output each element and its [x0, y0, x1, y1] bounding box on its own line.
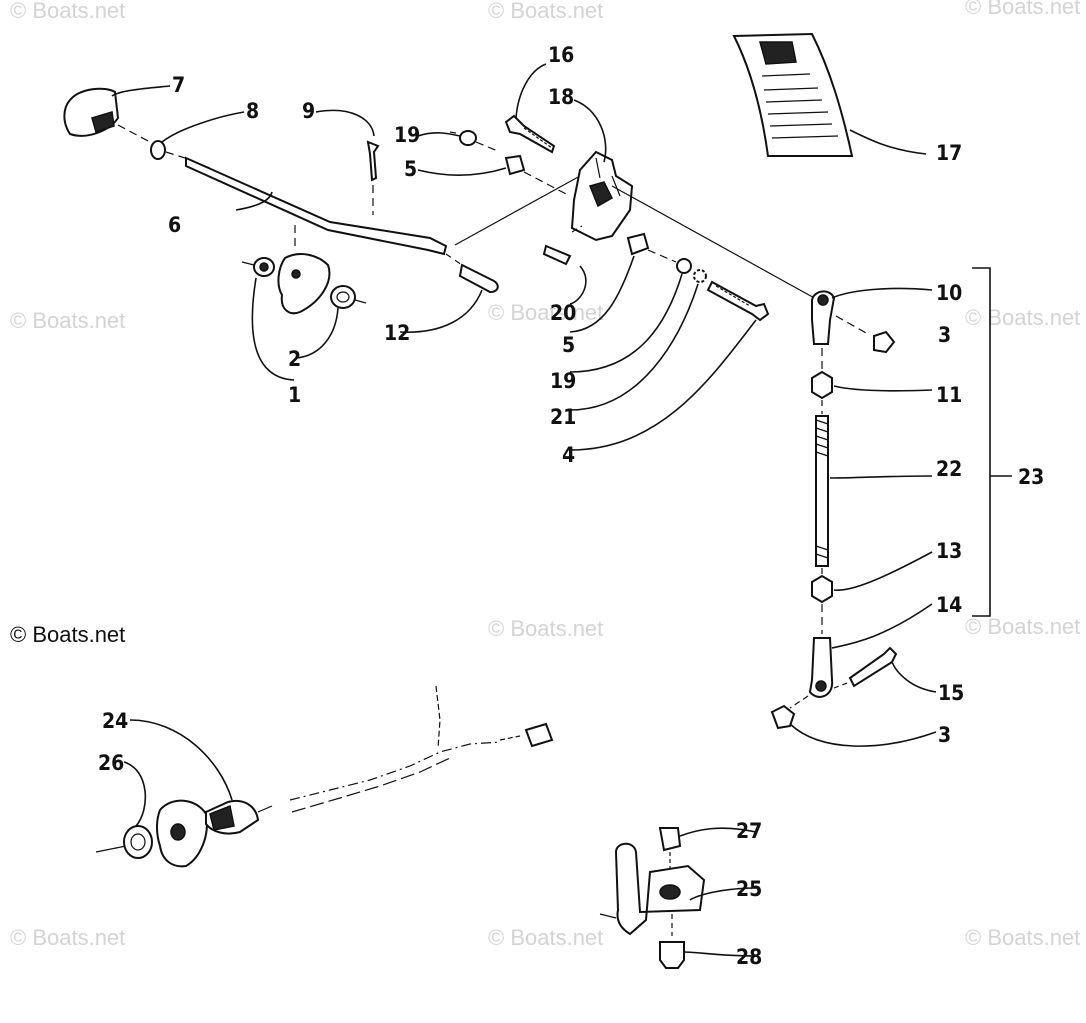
cable-end — [658, 827, 682, 852]
callout-19: 19 — [394, 123, 420, 147]
callout-16: 16 — [548, 43, 574, 67]
relay-bracket-assembly — [449, 114, 819, 322]
rod-end-14 — [808, 637, 834, 698]
star-washer — [693, 269, 707, 283]
callout-4: 4 — [562, 443, 575, 467]
callout-numbers: 7 8 9 6 19 5 16 18 17 12 2 1 20 5 19 21 … — [98, 43, 1044, 969]
watermark: © Boats.net — [488, 300, 603, 325]
watermark: © Boats.net — [965, 0, 1080, 19]
lever-washer — [150, 140, 166, 160]
bolt-4 — [706, 280, 770, 322]
pivot-bracket — [277, 253, 331, 315]
shift-lever-rod — [185, 156, 448, 256]
callout-13: 13 — [936, 539, 962, 563]
bolt-15 — [848, 646, 898, 688]
shift-lever-assembly — [63, 87, 499, 315]
nut-3 — [873, 330, 896, 354]
assembly-bracket — [972, 267, 991, 617]
wire-harness — [289, 741, 501, 801]
watermark: © Boats.net — [488, 0, 603, 23]
clevis-pin — [458, 263, 499, 294]
lock-ring — [123, 825, 153, 859]
callout-26: 26 — [98, 751, 124, 775]
callout-28: 28 — [736, 945, 762, 969]
screw — [366, 140, 380, 182]
callout-10: 10 — [936, 281, 962, 305]
washer-19 — [459, 130, 477, 146]
callout-19: 19 — [550, 369, 576, 393]
callout-17: 17 — [936, 141, 962, 165]
callout-6: 6 — [168, 213, 181, 237]
bushing-5 — [504, 154, 526, 176]
reverse-cable — [551, 717, 671, 827]
bolt-16 — [504, 114, 556, 154]
knob-insert — [91, 111, 115, 133]
spacer — [330, 285, 356, 309]
watermark: © Boats.net — [10, 925, 125, 950]
watermark: © Boats.net — [965, 925, 1080, 950]
callout-9: 9 — [302, 99, 315, 123]
callout-7: 7 — [172, 73, 185, 97]
roll-pin — [542, 244, 572, 266]
callout-8: 8 — [246, 99, 259, 123]
callout-5: 5 — [562, 333, 575, 357]
callout-12: 12 — [384, 321, 410, 345]
cable-cap — [659, 941, 685, 969]
callout-22: 22 — [936, 457, 962, 481]
watermark: © Boats.net — [10, 0, 125, 23]
washer-19b — [676, 258, 692, 274]
copyright-label: © Boats.net — [10, 622, 125, 647]
watermark: © Boats.net — [965, 305, 1080, 330]
callout-21: 21 — [550, 405, 576, 429]
watermark-layer: © Boats.net © Boats.net © Boats.net © Bo… — [10, 0, 1080, 950]
callout-11: 11 — [936, 383, 962, 407]
callout-3: 3 — [938, 323, 951, 347]
rod-end-10 — [811, 290, 836, 345]
callout-24: 24 — [102, 709, 128, 733]
watermark: © Boats.net — [488, 925, 603, 950]
callout-2: 2 — [288, 347, 301, 371]
jam-nut-13 — [811, 574, 833, 604]
callout-27: 27 — [736, 819, 762, 843]
reverse-switch-assembly — [95, 685, 706, 969]
callout-14: 14 — [936, 593, 962, 617]
callout-3: 3 — [938, 723, 951, 747]
nut-3b — [770, 704, 796, 730]
callout-20: 20 — [550, 301, 576, 325]
leader-lines — [111, 63, 937, 957]
callout-15: 15 — [938, 681, 964, 705]
jam-nut-11 — [811, 370, 833, 400]
callout-23: 23 — [1018, 465, 1044, 489]
callout-25: 25 — [736, 877, 762, 901]
callout-1: 1 — [288, 383, 301, 407]
watermark: © Boats.net — [10, 308, 125, 333]
wire-connector — [524, 722, 554, 748]
callout-18: 18 — [548, 85, 574, 109]
cable-bracket — [614, 842, 706, 936]
tie-rod-assembly — [770, 267, 1012, 730]
decal — [732, 32, 854, 157]
bushing-5b — [626, 232, 650, 256]
callout-5: 5 — [404, 157, 417, 181]
watermark: © Boats.net — [488, 616, 603, 641]
watermark: © Boats.net — [965, 614, 1080, 639]
